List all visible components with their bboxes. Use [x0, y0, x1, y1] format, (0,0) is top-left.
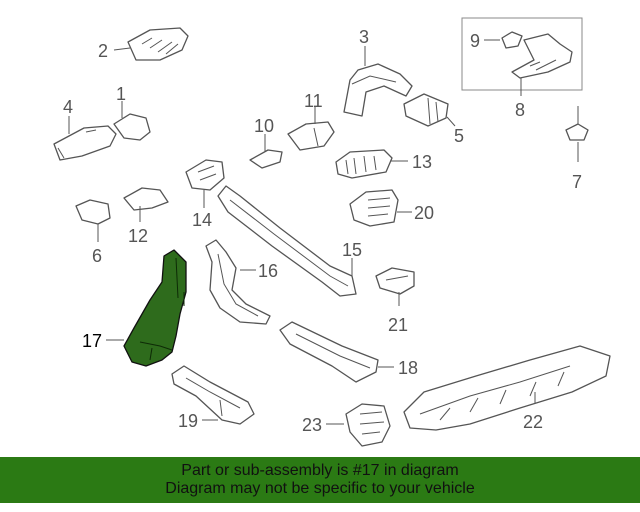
callout-9: 9 — [470, 31, 480, 51]
callout-5: 5 — [454, 126, 464, 146]
part-13[interactable] — [335, 149, 393, 179]
callout-3: 3 — [359, 27, 369, 47]
part-5[interactable] — [403, 93, 449, 127]
part-21[interactable] — [375, 267, 415, 295]
callout-1: 1 — [116, 84, 126, 104]
leader-5 — [446, 116, 456, 127]
callout-10: 10 — [254, 116, 274, 136]
callout-15: 15 — [342, 240, 362, 260]
callout-18: 18 — [398, 358, 418, 378]
fitment-banner: Part or sub-assembly is #17 in diagram D… — [0, 457, 640, 503]
part-4[interactable] — [53, 125, 117, 161]
part-8-group-box — [461, 17, 583, 91]
callout-4: 4 — [63, 97, 73, 117]
callout-21: 21 — [388, 315, 408, 335]
callout-7: 7 — [572, 172, 582, 192]
callout-14: 14 — [192, 210, 212, 230]
callout-6: 6 — [92, 246, 102, 266]
part-7[interactable] — [565, 106, 589, 141]
part-20[interactable] — [349, 189, 399, 227]
part-3[interactable] — [343, 63, 413, 117]
part-2[interactable] — [127, 27, 189, 61]
part-22[interactable] — [403, 345, 611, 431]
callout-22: 22 — [523, 412, 543, 432]
callout-11: 11 — [304, 91, 323, 111]
banner-line-1: Part or sub-assembly is #17 in diagram — [181, 462, 459, 479]
part-8[interactable] — [511, 33, 573, 79]
part-14[interactable] — [185, 159, 225, 191]
part-16[interactable] — [205, 239, 271, 325]
callout-20: 20 — [414, 203, 434, 223]
part-10[interactable] — [249, 149, 283, 169]
callout-16: 16 — [258, 261, 278, 281]
part-1[interactable] — [113, 113, 151, 141]
callout-23: 23 — [302, 415, 322, 435]
part-12[interactable] — [123, 187, 169, 211]
part-9[interactable] — [501, 31, 523, 49]
part-18[interactable] — [279, 321, 379, 383]
leader-2 — [113, 47, 131, 51]
callout-19: 19 — [178, 411, 198, 431]
part-17-highlighted[interactable] — [123, 249, 187, 367]
part-11[interactable] — [287, 121, 335, 151]
part-23[interactable] — [345, 403, 391, 447]
callout-17: 17 — [82, 331, 102, 351]
part-15[interactable] — [217, 185, 357, 297]
part-6[interactable] — [75, 199, 111, 225]
callout-8: 8 — [515, 100, 525, 120]
part-19[interactable] — [171, 365, 255, 425]
callout-2: 2 — [98, 41, 108, 61]
callout-12: 12 — [128, 226, 148, 246]
banner-line-2: Diagram may not be specific to your vehi… — [165, 480, 475, 497]
callout-13: 13 — [412, 152, 432, 172]
